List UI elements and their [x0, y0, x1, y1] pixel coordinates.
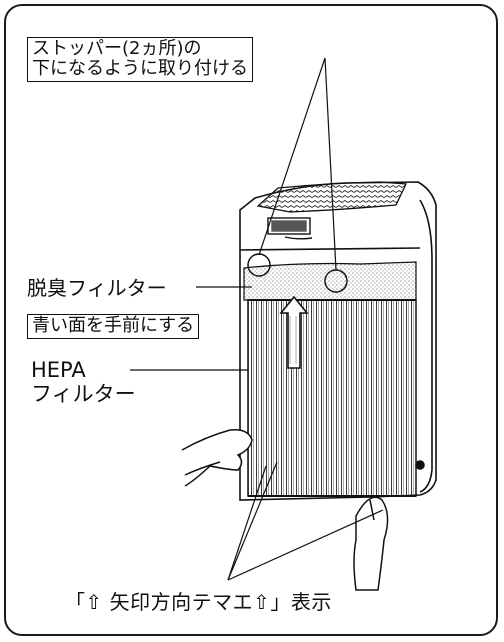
control-panel: [267, 217, 313, 240]
hepa-filter-panel: [247, 299, 417, 497]
right-hand: [353, 496, 389, 591]
arrow-direction-display-label: 「⇧ 矢印方向テマエ⇧」表示: [65, 590, 332, 614]
hepa-filter-label: HEPA フィルター: [31, 358, 136, 406]
up-arrow-icon: [279, 295, 309, 369]
stopper-line-1: ストッパー(2ヵ所)の: [32, 38, 202, 59]
blue-side-instruction-label: 青い面を手前にする: [27, 314, 200, 340]
left-hand: [181, 428, 253, 487]
stopper-line-2: 下になるように取り付ける: [32, 58, 248, 80]
stopper-instruction-label: ストッパー(2ヵ所)の 下になるように取り付ける: [27, 37, 253, 83]
leader-lines: [130, 57, 384, 581]
deodorizing-filter-label: 脱臭フィルター: [27, 276, 167, 300]
hepa-line-1: HEPA: [31, 358, 86, 382]
hepa-line-2: フィルター: [31, 381, 136, 406]
deodorizing-filter-panel: [243, 261, 417, 301]
